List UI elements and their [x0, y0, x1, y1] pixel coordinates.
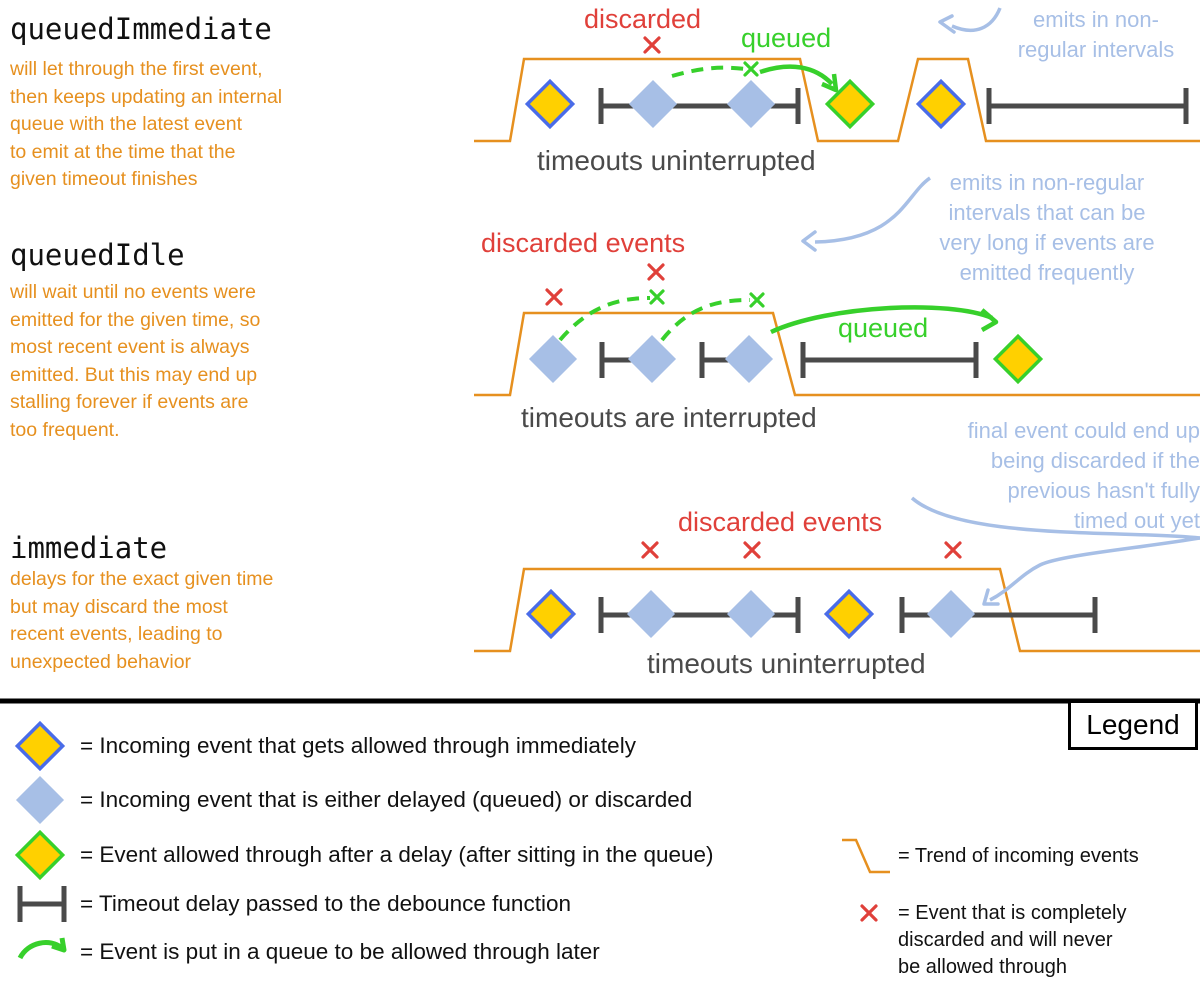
legend-item-immediate: = Incoming event that gets allowed throu…: [80, 733, 636, 758]
queued-event-icon: [528, 334, 578, 384]
queued-event-icon: [628, 79, 678, 129]
legend-immediate-event-icon: [15, 721, 65, 771]
trend-line-immediate: [474, 567, 1200, 653]
note-immediate: final event could end up being discarded…: [967, 418, 1200, 533]
queued-mark-icon: [743, 61, 759, 77]
immediate-event-icon: [916, 79, 966, 129]
discard-mark-icon: [647, 263, 665, 281]
section-title-immediate: immediate: [10, 531, 168, 565]
timeout-bar-icon: [800, 342, 979, 378]
legend-item-queued: = Incoming event that is either delayed …: [80, 787, 693, 812]
immediate-event-icon: [525, 79, 575, 129]
legend-queue-arrow-icon: [17, 937, 67, 960]
immediate-event-icon: [526, 589, 576, 639]
legend-trend-icon: [842, 838, 890, 874]
queued-event-icon: [627, 334, 677, 384]
queued-event-icon: [926, 589, 976, 639]
discard-mark-icon: [643, 36, 661, 54]
legend-item-discarded: = Event that is completely discarded and…: [898, 902, 1127, 978]
discard-mark-icon: [641, 541, 659, 559]
discarded-events-label: discarded events: [481, 228, 686, 258]
discard-mark-icon: [944, 541, 962, 559]
legend-item-trend: = Trend of incoming events: [898, 845, 1139, 867]
discard-mark-icon: [743, 541, 761, 559]
queued-mark-icon: [749, 292, 765, 308]
legend-timeout-bar-icon: [17, 886, 67, 922]
discarded-label: discarded: [584, 4, 702, 34]
queued-event-icon: [724, 334, 774, 384]
section-description-queued-idle: will wait until no events were emitted f…: [10, 281, 261, 441]
legend-item-timeout: = Timeout delay passed to the debounce f…: [80, 891, 571, 916]
note-queued-immediate: emits in non- regular intervals: [1017, 7, 1175, 62]
delayed-event-icon: [993, 334, 1043, 384]
legend-queued-event-icon: [15, 775, 65, 825]
section-description-queued-immediate: will let through the first event, then k…: [10, 58, 283, 190]
discard-mark-icon: [545, 288, 563, 306]
queued-event-icon: [726, 589, 776, 639]
immediate-event-icon: [824, 589, 874, 639]
queued-label: queued: [838, 313, 929, 343]
legend-delayed-event-icon: [15, 830, 65, 880]
section-description-immediate: delays for the exact given time but may …: [10, 568, 274, 673]
timeout-label: timeouts uninterrupted: [647, 648, 926, 679]
trend-line-queued-idle: [474, 311, 1200, 397]
timeout-label: timeouts uninterrupted: [537, 145, 816, 176]
queued-mark-icon: [649, 289, 665, 305]
legend-item-queue-arrow: = Event is put in a queue to be allowed …: [80, 939, 600, 964]
timeout-bar-icon: [986, 88, 1189, 124]
queued-event-icon: [726, 79, 776, 129]
trend-line-queued-immediate: [474, 57, 1200, 143]
queued-label: queued: [741, 23, 832, 53]
section-title-queued-immediate: queuedImmediate: [10, 12, 272, 46]
legend-item-delayed: = Event allowed through after a delay (a…: [80, 842, 714, 867]
discarded-events-label: discarded events: [678, 507, 883, 537]
timeout-label: timeouts are interrupted: [521, 402, 817, 433]
queued-event-icon: [626, 589, 676, 639]
legend-discard-mark-icon: [860, 904, 878, 922]
legend-title: Legend: [1068, 703, 1198, 750]
section-title-queued-idle: queuedIdle: [10, 238, 185, 272]
note-queued-idle: emits in non-regular intervals that can …: [939, 170, 1155, 285]
